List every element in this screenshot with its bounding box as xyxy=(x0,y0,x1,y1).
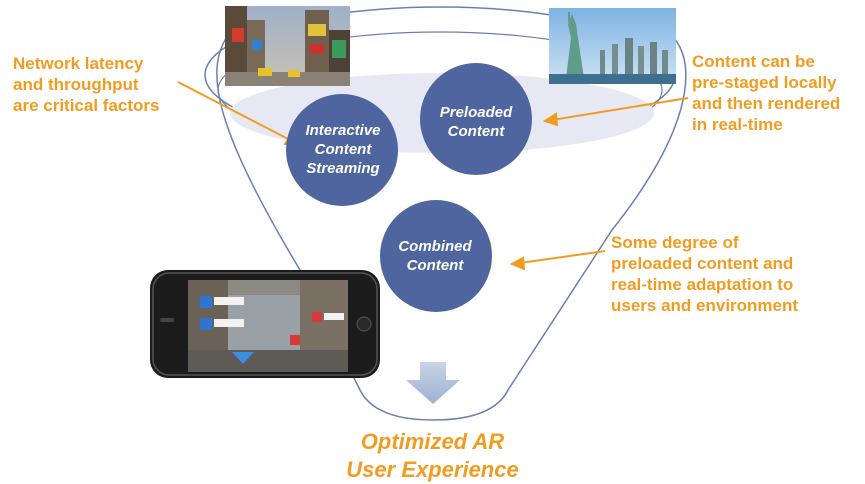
down-arrow xyxy=(406,362,460,404)
circle-combined xyxy=(380,200,492,312)
callout-arrow-prestaged xyxy=(551,97,689,121)
arrow-head xyxy=(542,112,559,127)
smartphone-ar-view xyxy=(150,270,380,378)
times-square-photo xyxy=(225,6,350,86)
callout-arrow-combined xyxy=(519,250,606,264)
callout-prestaged-content: Content can be pre-staged locally and th… xyxy=(692,52,841,134)
outcome-title: Optimized AR User Experience xyxy=(346,429,519,482)
funnel-outline xyxy=(216,21,687,421)
label-combined-content: Combined Content xyxy=(398,238,472,274)
circle-preloaded xyxy=(420,63,532,175)
statue-of-liberty-photo xyxy=(549,8,676,84)
arrow-head xyxy=(509,256,526,271)
circle-streaming xyxy=(286,94,398,206)
callout-arrow-latency xyxy=(177,81,293,142)
label-interactive-content-streaming: Interactive Content Streaming xyxy=(305,122,381,177)
label-preloaded-content: Preloaded Content xyxy=(439,104,513,140)
callout-combined-adaptation: Some degree of preloaded content and rea… xyxy=(611,233,799,315)
callout-network-latency: Network latency and throughput are criti… xyxy=(13,54,160,115)
